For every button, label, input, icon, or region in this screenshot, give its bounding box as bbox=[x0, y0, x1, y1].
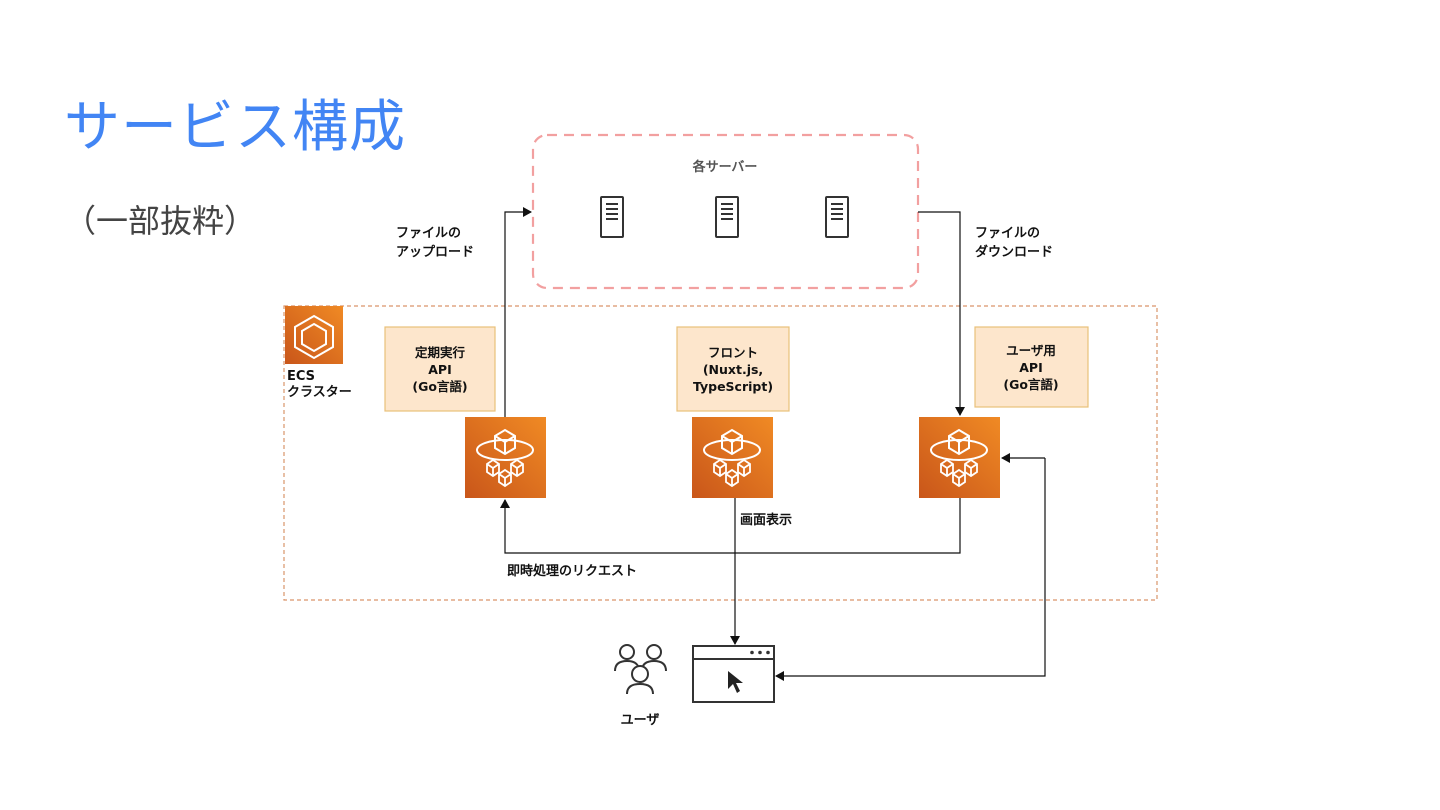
edge-immediate-request bbox=[500, 498, 961, 554]
edge-label-download-line1: ファイルの bbox=[975, 226, 1040, 241]
service-note-frontend-line2: (Nuxt.js, bbox=[703, 362, 763, 377]
service-note-frontend-line1: フロント bbox=[708, 345, 758, 360]
service-note-batch-line1: 定期実行 bbox=[414, 345, 466, 360]
service-note-frontend: フロント (Nuxt.js, TypeScript) bbox=[676, 326, 790, 412]
page-title: サービス構成 bbox=[64, 95, 406, 160]
ecs-cluster-icon bbox=[285, 306, 343, 364]
service-note-frontend-line3: TypeScript) bbox=[693, 379, 773, 394]
edge-user-api-to-browser bbox=[775, 458, 1046, 681]
browser-window-icon bbox=[692, 645, 775, 703]
ecs-cluster-boundary bbox=[283, 305, 1158, 601]
users-icon bbox=[614, 644, 667, 695]
edge-download bbox=[918, 211, 965, 416]
edge-label-upload-line1: ファイルの bbox=[396, 226, 461, 241]
service-note-user-line3: (Go言語) bbox=[1003, 377, 1058, 392]
service-note-user-line1: ユーザ用 bbox=[1006, 343, 1056, 358]
edge-label-immediate-request: 即時処理のリクエスト bbox=[507, 563, 637, 579]
fargate-icon-batch bbox=[465, 417, 546, 498]
edge-label-screen-display: 画面表示 bbox=[740, 512, 792, 528]
fargate-icon-frontend bbox=[692, 417, 773, 498]
ecs-cluster-label-line1: ECS bbox=[287, 369, 315, 384]
page-subtitle: （一部抜粋） bbox=[64, 202, 257, 240]
servers-group-label: 各サーバー bbox=[692, 159, 758, 175]
user-label: ユーザ bbox=[621, 713, 660, 728]
server-icon-1 bbox=[600, 196, 624, 238]
edge-upload bbox=[504, 207, 532, 417]
service-note-batch-api: 定期実行 API (Go言語) bbox=[384, 326, 496, 412]
ecs-cluster-label-line2: クラスター bbox=[287, 385, 352, 400]
server-icon-3 bbox=[825, 196, 849, 238]
server-icon-2 bbox=[715, 196, 739, 238]
fargate-icon-user-api bbox=[919, 417, 1000, 498]
service-note-user-line2: API bbox=[1019, 360, 1043, 375]
edge-label-upload-line2: アップロード bbox=[396, 245, 474, 260]
service-note-batch-line2: API bbox=[428, 362, 452, 377]
edge-label-download-line2: ダウンロード bbox=[975, 244, 1053, 260]
service-note-batch-line3: (Go言語) bbox=[412, 379, 467, 394]
service-note-user-api: ユーザ用 API (Go言語) bbox=[974, 326, 1089, 408]
